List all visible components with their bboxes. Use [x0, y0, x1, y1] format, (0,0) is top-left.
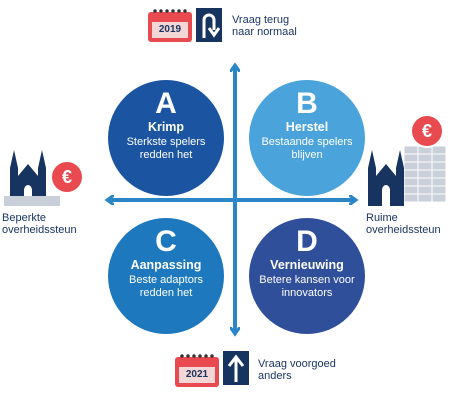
quadrant-description: Beste adaptors redden het — [129, 274, 203, 299]
quadrant-a: A Krimp Sterkste spelers redden het — [108, 80, 224, 196]
top-label-line1: Vraag terug — [232, 14, 290, 26]
up-arrow-icon — [223, 351, 249, 385]
cathedral-icon — [4, 150, 60, 206]
cathedral-icon — [368, 150, 404, 206]
quadrant-description: Bestaande spelers blijven — [261, 136, 353, 161]
coin-stack-icon — [404, 145, 447, 203]
euro-coin-icon: € — [412, 116, 442, 146]
calendar-icon: 2021 — [175, 353, 219, 387]
calendar-year: 2019 — [152, 22, 188, 38]
quadrant-name: Krimp — [147, 120, 185, 134]
quadrant-b: B Herstel Bestaande spelers blijven — [249, 80, 365, 196]
quadrant-name: Aanpassing — [130, 258, 202, 272]
quadrant-description: Betere kansen voor innovators — [259, 274, 355, 299]
left-label: Beperkte overheidssteun — [2, 212, 77, 236]
bottom-label-line1: Vraag voorgoed — [258, 358, 336, 370]
calendar-icon: 2019 — [148, 8, 192, 42]
calendar-year: 2021 — [179, 367, 215, 383]
quadrant-letter: C — [155, 225, 177, 258]
quadrant-description: Sterkste spelers redden het — [126, 136, 206, 161]
euro-coin-icon: € — [52, 162, 82, 192]
bottom-label-line2: anders — [258, 370, 292, 382]
right-label-line1: Ruime — [366, 212, 398, 224]
left-label-line2: overheidssteun — [2, 224, 77, 236]
quadrant-name: Vernieuwing — [270, 258, 344, 272]
quadrant-d: D Vernieuwing Betere kansen voor innovat… — [249, 218, 365, 334]
quadrant-letter: B — [296, 87, 318, 120]
left-label-line1: Beperkte — [2, 212, 47, 224]
right-label-line2: overheidssteun — [366, 224, 441, 236]
quadrant-name: Herstel — [285, 120, 329, 134]
u-turn-arrow-icon — [196, 8, 222, 42]
quadrant-c: C Aanpassing Beste adaptors redden het — [108, 218, 224, 334]
quadrant-letter: D — [296, 225, 318, 258]
top-label: Vraag terug naar normaal — [232, 14, 297, 38]
top-label-line2: naar normaal — [232, 26, 297, 38]
bottom-label: Vraag voorgoed anders — [258, 358, 336, 382]
right-label: Ruime overheidssteun — [366, 212, 441, 236]
quadrant-letter: A — [155, 87, 177, 120]
